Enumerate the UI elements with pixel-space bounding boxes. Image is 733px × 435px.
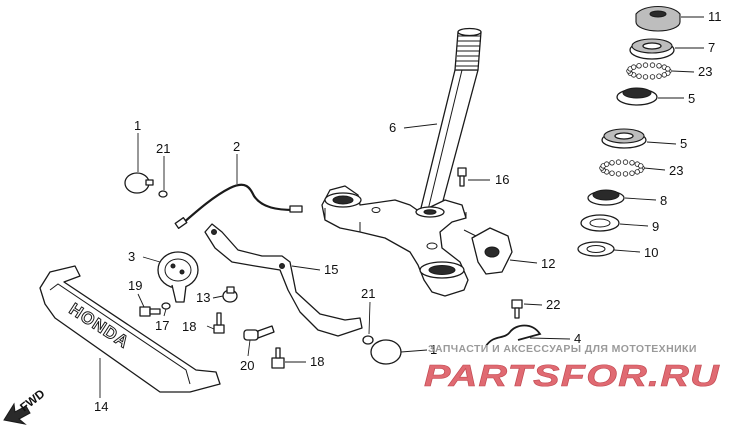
ball-bearing-23b-part [599, 159, 645, 177]
bearing-ball [656, 73, 662, 79]
callout-16: 16 [495, 172, 509, 187]
callout-21a: 21 [156, 141, 170, 156]
callout-6: 6 [389, 120, 396, 135]
callout-9: 9 [652, 219, 659, 234]
collar-20-part [243, 325, 275, 341]
callout-4: 4 [574, 331, 581, 346]
callout-12: 12 [541, 256, 555, 271]
callout-21b: 21 [361, 286, 375, 301]
callout-3: 3 [128, 249, 135, 264]
bearing-ball [609, 160, 615, 166]
callout-18b: 18 [310, 354, 324, 369]
ball-bearing-23a-part [626, 62, 672, 80]
bearing-ball [615, 159, 622, 165]
bolt-18b-part [271, 347, 285, 369]
callout-23a: 23 [698, 64, 712, 79]
bearing-ball [631, 64, 637, 70]
wire-harness-2-part [174, 183, 303, 229]
callout-1b: 1 [430, 342, 437, 357]
callout-numbers: 1 21 2 3 19 17 13 18 20 18 15 14 21 1 6 … [94, 9, 722, 414]
bearing-ball [615, 171, 622, 177]
callout-22: 22 [546, 297, 560, 312]
bearing-ball [649, 62, 656, 68]
cap-1-right-part [362, 335, 402, 365]
race-5b-part [601, 128, 647, 149]
bearing-ball [609, 170, 615, 176]
callout-19: 19 [128, 278, 142, 293]
bolt-18a-part [213, 312, 225, 334]
watermark-caption: ЗАПЧАСТИ И АКСЕССУАРЫ ДЛЯ МОТОТЕХНИКИ [428, 343, 697, 355]
bearing-ball [638, 163, 644, 169]
bolt-16-part [457, 167, 467, 187]
bottom-bridge-part [321, 185, 469, 297]
callout-13: 13 [196, 290, 210, 305]
steering-stem-part [419, 27, 482, 213]
callout-11: 11 [708, 9, 722, 24]
washer-10-part [577, 241, 615, 257]
watermark: ЗАПЧАСТИ И АКСЕССУАРЫ ДЛЯ МОТОТЕХНИКИ PA… [424, 343, 721, 393]
callout-8: 8 [660, 193, 667, 208]
wire-clip-4-part [485, 324, 542, 347]
race-7-part [629, 38, 675, 60]
bearing-ball [642, 62, 649, 68]
bearing-ball [636, 63, 642, 69]
cap-1-left-part [124, 172, 168, 198]
callout-14: 14 [94, 399, 108, 414]
callout-18a: 18 [182, 319, 196, 334]
callout-7: 7 [708, 40, 715, 55]
bearing-ball [649, 74, 656, 80]
callout-5a: 5 [688, 91, 695, 106]
horn-3-part [157, 251, 199, 303]
callout-2: 2 [233, 139, 240, 154]
bolt-13-part [222, 286, 238, 303]
bearing-ball [642, 74, 649, 80]
washer-17-part [161, 302, 171, 310]
nut-11-part [635, 5, 681, 32]
callout-17: 17 [155, 318, 169, 333]
horn-bracket-15-part [204, 223, 363, 337]
cable-guide-12-part [463, 227, 513, 275]
callout-15: 15 [324, 262, 338, 277]
bearing-ball [636, 73, 642, 79]
callout-5b: 5 [680, 136, 687, 151]
race-8-part [587, 189, 625, 206]
bearing-ball [665, 66, 671, 72]
callout-10: 10 [644, 245, 658, 260]
bearing-ball [634, 169, 640, 175]
bearing-ball [622, 171, 629, 177]
fwd-arrow: FWD [3, 386, 48, 425]
bearing-ball [661, 72, 667, 78]
bearing-ball [622, 159, 629, 165]
watermark-brand: PARTSFOR.RU [424, 358, 721, 393]
race-5a-part [616, 87, 658, 106]
callout-1a: 1 [134, 118, 141, 133]
seal-9-part [580, 214, 620, 232]
bolt-22-part [511, 299, 523, 319]
bolt-19-part [139, 306, 161, 317]
callout-20: 20 [240, 358, 254, 373]
bearing-ball [629, 160, 635, 166]
callout-23b: 23 [669, 163, 683, 178]
leader-lines [99, 16, 704, 398]
bearing-ball [604, 161, 610, 167]
bearing-ball [656, 63, 662, 69]
fwd-label: FWD [17, 386, 47, 414]
bearing-ball [629, 170, 635, 176]
